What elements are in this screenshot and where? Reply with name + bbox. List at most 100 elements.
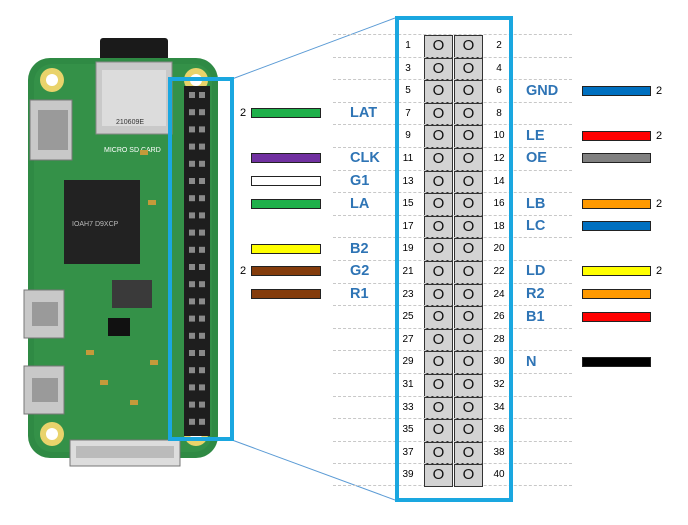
pin-number-left: 27: [402, 333, 414, 345]
header-pin: [199, 126, 205, 133]
header-pin: [199, 367, 205, 374]
header-pin: [189, 332, 195, 339]
header-pin: [199, 418, 205, 425]
pin-number-right: 38: [493, 446, 505, 458]
header-pin: [189, 418, 195, 425]
pin-contact-left: O: [424, 125, 453, 148]
signal-wire-right: [582, 221, 651, 232]
header-pin: [199, 384, 205, 391]
pin-number-right: 40: [493, 469, 505, 481]
pin-number-left: 3: [405, 62, 411, 74]
signal-count-right: 2: [656, 84, 663, 97]
pin-number-left: 13: [402, 175, 414, 187]
header-pin: [199, 246, 205, 253]
signal-label-left: LAT: [350, 105, 378, 122]
signal-label-left: B2: [350, 240, 369, 257]
header-pin: [189, 92, 195, 98]
signal-count-left: 2: [240, 265, 247, 278]
signal-label-right: GND: [526, 82, 559, 99]
header-pin: [189, 229, 195, 236]
header-pin: [199, 143, 205, 150]
header-pin: [199, 350, 205, 356]
pin-contact-left: O: [424, 464, 453, 487]
pin-number-right: 14: [493, 175, 505, 187]
pin-number-right: 4: [496, 62, 502, 74]
gpio-header: [184, 86, 210, 436]
header-pin: [199, 160, 205, 167]
pin-number-left: 5: [405, 85, 411, 97]
pin-number-right: 36: [493, 424, 505, 436]
header-pin: [199, 315, 205, 322]
signal-label-right: LC: [526, 218, 546, 235]
header-pin: [189, 246, 195, 253]
signal-wire-right: [582, 356, 651, 367]
pin-number-right: 24: [493, 288, 505, 300]
header-pin: [199, 264, 205, 270]
pin-number-right: 34: [493, 401, 505, 413]
signal-wire-left: [251, 266, 321, 277]
pin-number-right: 2: [496, 40, 502, 51]
pin-number-left: 21: [402, 266, 414, 277]
pin-number-left: 9: [405, 130, 411, 142]
pin-contact-right: O: [454, 464, 483, 487]
header-pin: [199, 212, 205, 219]
signal-count-right: 2: [656, 265, 663, 278]
header-pin: [189, 160, 195, 167]
pin-contact-right: O: [454, 351, 483, 374]
signal-wire-right: [582, 130, 651, 141]
header-pin: [199, 281, 205, 288]
signal-label-right: LE: [526, 127, 545, 144]
signal-count-left: 2: [240, 107, 247, 120]
header-pin: [189, 178, 195, 184]
signal-wire-right: [582, 85, 651, 96]
header-pin: [189, 281, 195, 288]
pin-number-left: 19: [402, 243, 414, 255]
pin-number-left: 11: [402, 153, 414, 164]
pin-number-left: 15: [402, 198, 414, 210]
header-pin: [189, 384, 195, 391]
pin-number-right: 12: [493, 153, 505, 164]
pin-number-right: 6: [496, 85, 502, 97]
header-pin: [189, 401, 195, 408]
signal-wire-right: [582, 288, 651, 299]
pin-number-right: 16: [493, 198, 505, 210]
signal-wire-right: [582, 198, 651, 209]
header-pin: [199, 229, 205, 236]
pin-number-left: 29: [402, 356, 414, 368]
header-pin: [199, 109, 205, 116]
pin-number-right: 10: [493, 130, 505, 142]
header-pin: [189, 143, 195, 150]
pin-number-right: 26: [493, 311, 505, 323]
pin-number-left: 17: [402, 220, 414, 232]
pin-number-right: 8: [496, 107, 502, 119]
signal-label-right: R2: [526, 285, 545, 302]
header-pin: [199, 332, 205, 339]
header-pin: [189, 195, 195, 202]
signal-label-left: G2: [350, 263, 370, 280]
signal-wire-left: [251, 198, 321, 209]
signal-label-right: B1: [526, 308, 545, 325]
gpio-highlight-box: [168, 77, 234, 441]
signal-label-right: N: [526, 353, 537, 370]
signal-label-right: OE: [526, 150, 547, 167]
gpio-header-pins: [189, 92, 205, 425]
small-chip: [108, 318, 130, 336]
signal-wire-right: [582, 266, 651, 277]
pin-number-left: 7: [405, 107, 411, 119]
pin-contact-right: O: [454, 283, 483, 307]
pin-contact-left: O: [424, 419, 453, 442]
header-outline: [395, 16, 513, 502]
pin-number-left: 35: [402, 424, 414, 436]
pin-number-left: 33: [402, 401, 414, 413]
header-pin: [189, 350, 195, 356]
